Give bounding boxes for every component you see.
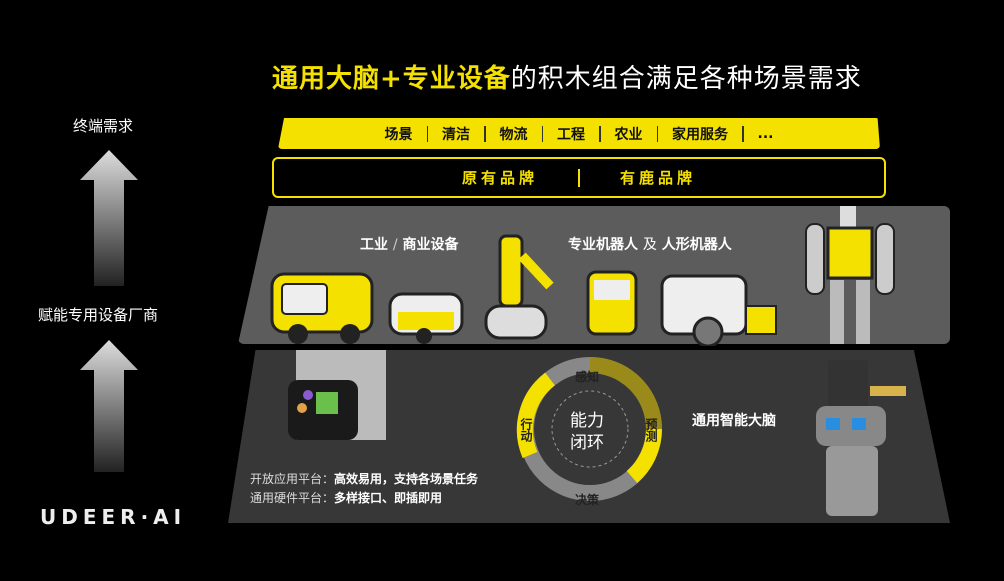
scenario: 场景 — [384, 126, 413, 143]
up-arrow-icon — [80, 340, 138, 472]
hardware-interface-image — [288, 350, 386, 440]
slide-title: 通用大脑+专业设备的积木组合满足各种场景需求 — [272, 64, 862, 94]
sweeper-icon — [270, 272, 374, 344]
up-arrow-icon — [80, 150, 138, 286]
delivery-robot-icon — [586, 270, 638, 336]
capability-loop-diagram — [516, 357, 662, 501]
platform-text: 开放应用平台：高效易用，支持各场景任务 通用硬件平台：多样接口、即插即用 — [250, 472, 479, 505]
brand: 原有品牌 — [461, 169, 538, 187]
loop-act: 行动 — [519, 418, 533, 442]
scenario: 农业 — [614, 126, 643, 143]
loop-decide: 决策 — [575, 493, 600, 507]
demand-label: 终端需求 — [73, 117, 134, 135]
scrubber-icon — [388, 292, 464, 344]
scenario: ... — [757, 125, 774, 142]
loop-perceive: 感知 — [575, 370, 600, 384]
humanoid-robot-icon — [805, 206, 895, 344]
device-illustrations — [270, 206, 895, 346]
cleaning-truck-icon — [660, 274, 777, 346]
scenario-bar: 场景 清洁 物流 工程 农业 家用服务 ... — [278, 118, 880, 149]
brand: 有鹿品牌 — [620, 169, 697, 187]
devices-label-left: 工业 / 商业设备 — [360, 237, 459, 253]
arm-robot-icon — [484, 234, 554, 340]
loop-predict: 预测 — [644, 418, 658, 442]
brand-bar: 原有品牌 有鹿品牌 — [272, 157, 886, 198]
udeer-logo: UDEER·AI — [40, 505, 187, 529]
brain-device-image — [816, 360, 906, 516]
scenario: 物流 — [499, 126, 528, 143]
scenario: 清洁 — [442, 126, 471, 143]
scenario: 工程 — [557, 126, 586, 143]
loop-center: 能力闭环 — [570, 411, 604, 453]
devices-label-right: 专业机器人 及 人形机器人 — [568, 237, 732, 253]
brain-label: 通用智能大脑 — [692, 413, 776, 429]
empower-label: 赋能专用设备厂商 — [38, 306, 159, 324]
scenario: 家用服务 — [672, 126, 729, 143]
